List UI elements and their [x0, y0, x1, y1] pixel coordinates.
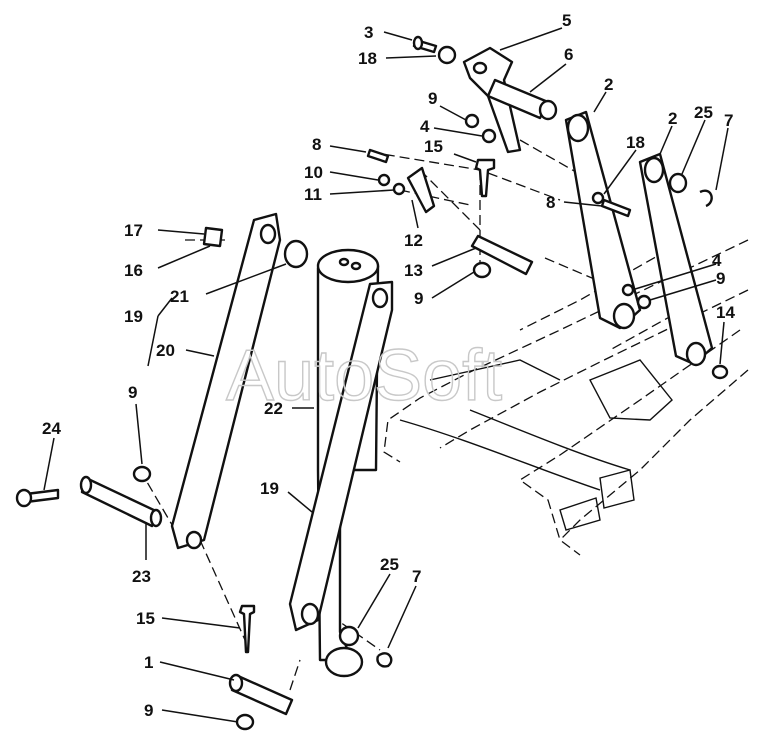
- callout-1: 1: [144, 653, 153, 672]
- clip-7-bottom: [376, 652, 393, 668]
- washer-11: [392, 182, 406, 196]
- callout-18-mid: 18: [626, 133, 645, 152]
- pin-13: [470, 234, 534, 276]
- callout-19-front: 19: [260, 479, 279, 498]
- callout-9-left: 9: [128, 383, 137, 402]
- callout-7-bottom: 7: [412, 567, 421, 586]
- bolt-8-left: [366, 148, 390, 164]
- callout-15-bottom: 15: [136, 609, 155, 628]
- link-arm-right: [638, 152, 714, 367]
- callout-15-top: 15: [424, 137, 443, 156]
- callout-3: 3: [364, 23, 373, 42]
- callout-12: 12: [404, 231, 423, 250]
- nut-9-left: [132, 465, 152, 483]
- callout-9-mid: 9: [716, 269, 725, 288]
- callout-4-top: 4: [420, 117, 430, 136]
- callout-21: 21: [170, 287, 189, 306]
- callout-8-left: 8: [312, 135, 321, 154]
- washer-18: [437, 45, 457, 65]
- pin-1: [228, 673, 294, 716]
- bolt-15-bottom: [238, 604, 256, 654]
- nut-9-bottom: [235, 713, 255, 731]
- callout-7-top: 7: [724, 111, 733, 130]
- link-20: [170, 212, 282, 550]
- upper-bracket: [462, 46, 522, 154]
- plate-12: [406, 166, 436, 214]
- fitting-17: [202, 226, 224, 248]
- pin-23: [79, 475, 163, 528]
- pivot-pin-6: [486, 78, 558, 121]
- washer-4-top: [481, 128, 497, 144]
- callout-9-top: 9: [428, 89, 437, 108]
- nut-9-pin13: [472, 261, 492, 279]
- washer-10: [377, 173, 391, 187]
- nut-14: [711, 364, 729, 380]
- callout-9-bottom: 9: [144, 701, 153, 720]
- callout-8-right: 8: [546, 193, 555, 212]
- washer-18-mid: [591, 191, 605, 205]
- link-arm-left: [564, 110, 642, 330]
- callout-24: 24: [42, 419, 61, 438]
- callouts: 3 5 18 6 9 4 2 2 25 7 15 8 18 10 11 8 12…: [42, 11, 735, 720]
- washer-25-bottom: [338, 625, 360, 647]
- callout-16: 16: [124, 261, 143, 280]
- callout-10: 10: [304, 163, 323, 182]
- callout-4-mid: 4: [712, 251, 722, 270]
- callout-18-top: 18: [358, 49, 377, 68]
- bolt-8-right: [600, 198, 632, 218]
- washer-25-top: [668, 172, 688, 194]
- bolt-15-top: [474, 158, 496, 198]
- watermark: AutoSoft: [226, 336, 502, 416]
- callout-17: 17: [124, 221, 143, 240]
- loader-frame: [383, 239, 749, 556]
- callout-14: 14: [716, 303, 735, 322]
- callout-11: 11: [304, 185, 322, 204]
- nut-9-mid: [636, 294, 652, 310]
- clip-7-top: [699, 189, 713, 208]
- callout-6: 6: [564, 45, 573, 64]
- link-19-front: [288, 280, 394, 632]
- leader-lines: [43, 27, 729, 723]
- washer-4-mid: [621, 283, 635, 297]
- bolt-24: [15, 488, 60, 508]
- callout-25-bottom: 25: [380, 555, 399, 574]
- callout-2-left: 2: [604, 75, 613, 94]
- bushing-21: [283, 239, 309, 269]
- callout-13: 13: [404, 261, 423, 280]
- bolt-3: [412, 35, 438, 54]
- callout-9-pin13: 9: [414, 289, 423, 308]
- callout-22: 22: [264, 399, 283, 418]
- callout-23: 23: [132, 567, 151, 586]
- callout-19-rear: 19: [124, 307, 143, 326]
- nut-9-top: [464, 113, 480, 129]
- callout-2-right: 2: [668, 109, 677, 128]
- callout-20: 20: [156, 341, 175, 360]
- callout-25-top: 25: [694, 103, 713, 122]
- callout-5: 5: [562, 11, 571, 30]
